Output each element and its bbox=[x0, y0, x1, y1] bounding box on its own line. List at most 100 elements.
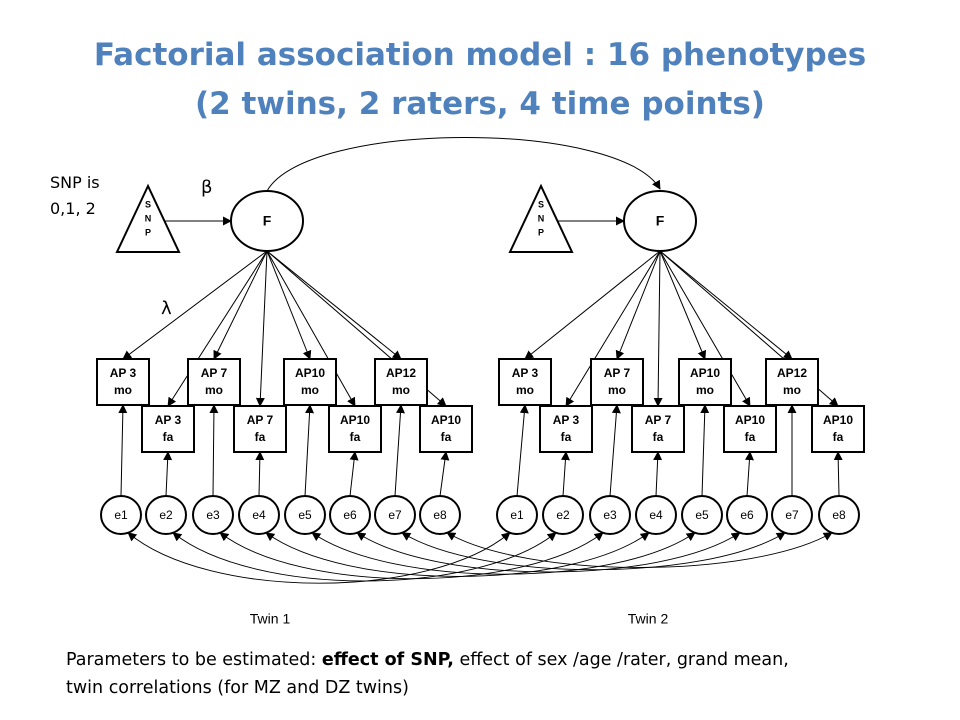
loading-arrow-mo bbox=[122, 250, 268, 360]
error-to-indicator-arrow bbox=[255, 451, 265, 497]
indicator-box-mo-line-2: mo bbox=[392, 383, 410, 397]
error-label: e2 bbox=[159, 508, 173, 522]
error-label: e5 bbox=[695, 508, 709, 522]
loading-arrow-fa bbox=[255, 250, 268, 407]
indicator-box-fa bbox=[141, 405, 195, 453]
indicator-box-fa-line-1: AP10 bbox=[823, 413, 853, 427]
snp-coding-line-2: 0,1, 2 bbox=[50, 199, 96, 218]
error-to-indicator-arrow bbox=[439, 451, 450, 497]
indicator-box-mo-line-2: mo bbox=[696, 383, 714, 397]
twin-label: Twin 1 bbox=[250, 611, 291, 627]
title-line-2: (2 twins, 2 raters, 4 time points) bbox=[195, 86, 765, 122]
error-to-indicator-arrow bbox=[304, 404, 315, 497]
error-to-indicator-arrow bbox=[833, 451, 843, 497]
factor-label: F bbox=[263, 213, 272, 229]
indicator-box-mo bbox=[590, 358, 644, 406]
error-label: e5 bbox=[298, 508, 312, 522]
error-label: e6 bbox=[740, 508, 754, 522]
indicator-box-fa-line-2: fa bbox=[163, 430, 174, 444]
indicator-box-mo-line-1: AP12 bbox=[777, 366, 807, 380]
error-node bbox=[818, 495, 860, 535]
indicator-box-mo-line-2: mo bbox=[608, 383, 626, 397]
snp-coding-line-1: SNP is bbox=[50, 173, 100, 192]
indicator-box-fa-line-1: AP10 bbox=[431, 413, 461, 427]
loading-arrow-mo bbox=[659, 250, 793, 360]
indicator-box-mo bbox=[765, 358, 819, 406]
factor-label: F bbox=[656, 213, 665, 229]
loading-arrow-mo bbox=[266, 250, 312, 360]
indicator-box-mo-line-1: AP10 bbox=[690, 366, 720, 380]
indicator-box-fa-line-1: AP 3 bbox=[155, 413, 182, 427]
error-label: e2 bbox=[556, 508, 570, 522]
error-to-indicator-arrow bbox=[560, 451, 570, 497]
error-node bbox=[496, 495, 538, 535]
indicator-box-mo bbox=[374, 358, 428, 406]
twin-correlation-arc bbox=[172, 532, 557, 582]
parameters-line-1: Parameters to be estimated: effect of SN… bbox=[66, 646, 946, 674]
parameters-note: Parameters to be estimated: effect of SN… bbox=[66, 646, 946, 702]
indicator-box-fa bbox=[539, 405, 593, 453]
indicator-box-fa-line-2: fa bbox=[653, 430, 664, 444]
indicator-box-fa-line-1: AP 7 bbox=[645, 413, 672, 427]
indicator-box-fa-line-2: fa bbox=[441, 430, 452, 444]
error-node bbox=[238, 495, 280, 535]
indicator-box-fa bbox=[811, 405, 865, 453]
indicator-box-mo-line-1: AP 7 bbox=[201, 366, 228, 380]
snp-letter: P bbox=[145, 227, 151, 237]
error-to-indicator-arrow bbox=[700, 404, 710, 497]
error-label: e1 bbox=[114, 508, 128, 522]
indicator-box-fa-line-1: AP10 bbox=[735, 413, 765, 427]
indicator-box-mo-line-2: mo bbox=[301, 383, 319, 397]
factor-f-twin-1 bbox=[230, 190, 304, 252]
error-label: e1 bbox=[510, 508, 524, 522]
indicator-box-mo-line-2: mo bbox=[516, 383, 534, 397]
loading-arrow-mo bbox=[213, 250, 268, 360]
indicator-box-mo-line-1: AP 3 bbox=[512, 366, 539, 380]
error-node bbox=[681, 495, 723, 535]
error-node bbox=[419, 495, 461, 535]
error-node bbox=[284, 495, 326, 535]
error-to-indicator-arrow bbox=[744, 451, 754, 497]
snp-letter: S bbox=[538, 199, 544, 209]
indicator-box-fa bbox=[233, 405, 287, 453]
loading-arrow-fa bbox=[653, 250, 663, 407]
indicator-box-mo-line-1: AP 7 bbox=[604, 366, 631, 380]
indicator-box-mo-line-2: mo bbox=[114, 383, 132, 397]
indicator-box-fa-line-2: fa bbox=[745, 430, 756, 444]
error-label: e7 bbox=[785, 508, 799, 522]
error-node bbox=[542, 495, 584, 535]
error-node bbox=[329, 495, 371, 535]
indicator-box-mo bbox=[498, 358, 552, 406]
snp-triangle-twin-1 bbox=[115, 183, 181, 253]
indicator-box-mo-line-2: mo bbox=[205, 383, 223, 397]
error-node bbox=[726, 495, 768, 535]
error-node bbox=[635, 495, 677, 535]
twin-label: Twin 2 bbox=[628, 611, 669, 627]
error-to-indicator-arrow bbox=[516, 404, 529, 497]
indicator-box-fa-line-1: AP10 bbox=[340, 413, 370, 427]
snp-coding-note: SNP is 0,1, 2 bbox=[50, 170, 100, 222]
snp-letter: N bbox=[538, 213, 545, 223]
twin-correlation-arc bbox=[356, 532, 741, 573]
loading-arrow-fa bbox=[659, 250, 751, 407]
error-node bbox=[192, 495, 234, 535]
loading-arrow-mo bbox=[266, 250, 402, 360]
parameters-rest: effect of sex /age /rater, grand mean, bbox=[453, 650, 789, 670]
snp-letter: S bbox=[145, 199, 151, 209]
title-line-1: Factorial association model : 16 phenoty… bbox=[93, 37, 867, 73]
indicator-box-fa-line-2: fa bbox=[833, 430, 844, 444]
error-label: e3 bbox=[206, 508, 220, 522]
error-to-indicator-arrow bbox=[349, 451, 359, 497]
indicator-box-mo-line-1: AP12 bbox=[386, 366, 416, 380]
error-node bbox=[589, 495, 631, 535]
error-to-indicator-arrow bbox=[394, 404, 405, 497]
twin-correlation-arc bbox=[127, 532, 511, 584]
indicator-box-fa-line-2: fa bbox=[561, 430, 572, 444]
snp-letter: P bbox=[538, 227, 544, 237]
lambda-label: λ bbox=[161, 298, 172, 319]
indicator-box-fa bbox=[631, 405, 685, 453]
error-to-indicator-arrow bbox=[209, 404, 219, 497]
error-label: e6 bbox=[343, 508, 357, 522]
